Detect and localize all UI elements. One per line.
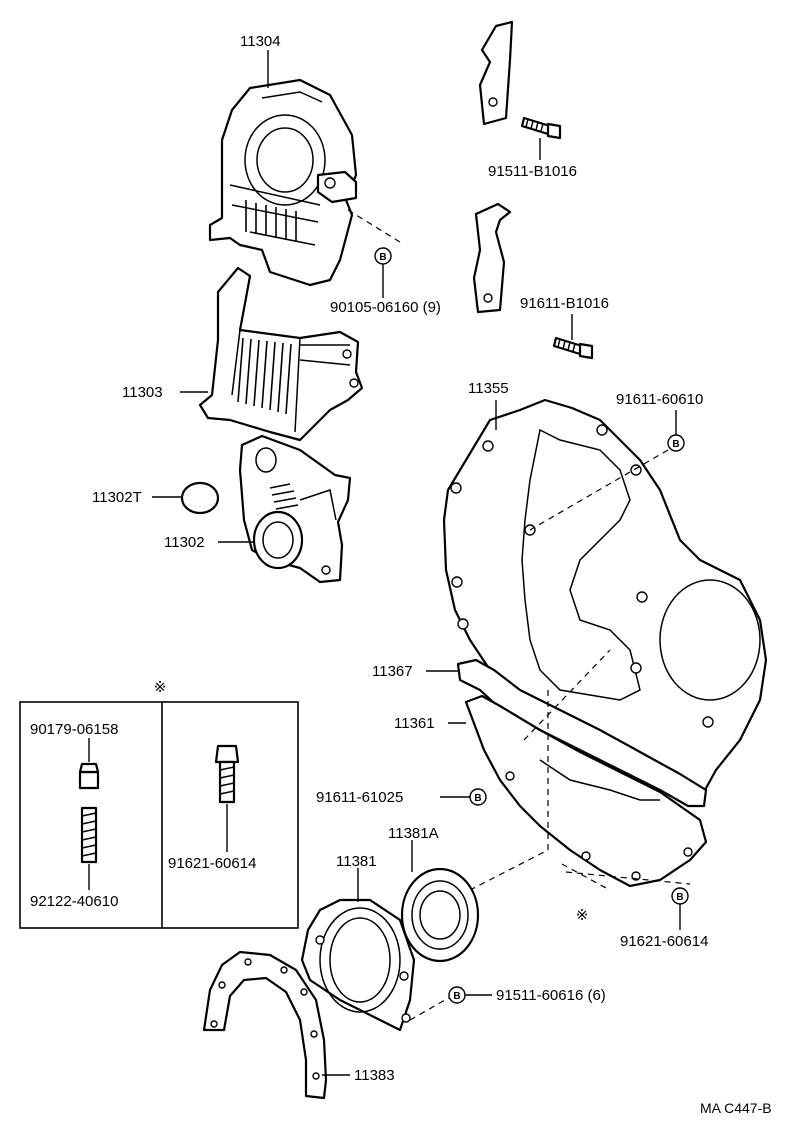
label-91611-61025: 91611-61025 — [316, 789, 403, 806]
note-mark-inset: ※ — [154, 679, 167, 696]
belt-guide-bracket-lower — [472, 202, 512, 314]
label-11302: 11302 — [164, 534, 205, 551]
label-91511-B1016: 91511-B1016 — [488, 163, 577, 180]
label-inset-91621-60614: 91621-60614 — [168, 855, 256, 872]
plug-11302T — [180, 481, 220, 515]
label-11383: 11383 — [354, 1067, 395, 1084]
note-mark-right: ※ — [576, 907, 589, 924]
label-91511-60616: 91511-60616 (6) — [496, 987, 606, 1004]
label-11302T: 11302T — [92, 489, 142, 506]
upper-timing-cover-11304 — [208, 78, 358, 287]
dashed-guide-91611-60610 — [529, 449, 669, 531]
dashed-guide-main — [523, 649, 611, 741]
b-mark-90105: B — [374, 247, 392, 265]
b-mark-label: B — [453, 991, 460, 1002]
oil-seal-11381A — [400, 867, 480, 963]
inset-box — [19, 701, 299, 929]
bolt-91621-60614-inset — [214, 744, 240, 804]
label-11381A: 11381A — [388, 825, 439, 842]
label-91611-60610: 91611-60610 — [616, 391, 703, 408]
lower-timing-cover-11302 — [238, 434, 352, 584]
label-11303: 11303 — [122, 384, 163, 401]
dashed-guide-61025 — [469, 690, 549, 891]
oil-seal-retainer-11381 — [300, 898, 416, 1032]
rear-plate-11361 — [464, 694, 708, 888]
belt-guide-bracket-upper — [478, 20, 514, 126]
b-mark-label: B — [676, 892, 683, 903]
gasket-11383 — [202, 950, 328, 1100]
stud-92122-40610 — [80, 806, 98, 864]
label-11355: 11355 — [468, 380, 509, 397]
nut-90179-06158 — [78, 762, 100, 790]
dashed-guide-60614 — [561, 863, 691, 889]
bolt-91511-B1016 — [520, 116, 562, 140]
label-91621-60614-right: 91621-60614 — [620, 933, 708, 950]
label-11304: 11304 — [240, 33, 281, 50]
label-11361: 11361 — [394, 715, 435, 732]
b-mark-label: B — [672, 439, 679, 450]
b-mark-91611-60610: B — [667, 434, 685, 452]
label-90105-06160: 90105-06160 (9) — [330, 299, 441, 316]
reference-code: MA C447-B — [700, 1100, 772, 1116]
label-11367: 11367 — [372, 663, 413, 680]
dashed-guide-60616 — [409, 995, 453, 1021]
b-mark-91511-60616: B — [448, 986, 466, 1004]
middle-timing-cover-11303 — [198, 266, 364, 442]
bolt-91611-B1016 — [552, 336, 594, 360]
b-mark-91611-61025: B — [469, 788, 487, 806]
b-mark-label: B — [474, 793, 481, 804]
label-11381: 11381 — [336, 853, 377, 870]
b-mark-91621-60614: B — [671, 887, 689, 905]
label-inset-92122-40610: 92122-40610 — [30, 893, 118, 910]
b-mark-label: B — [379, 252, 386, 263]
dashed-guide-90105 — [347, 209, 401, 243]
label-91611-B1016: 91611-B1016 — [520, 295, 609, 312]
label-inset-90179-06158: 90179-06158 — [30, 721, 118, 738]
